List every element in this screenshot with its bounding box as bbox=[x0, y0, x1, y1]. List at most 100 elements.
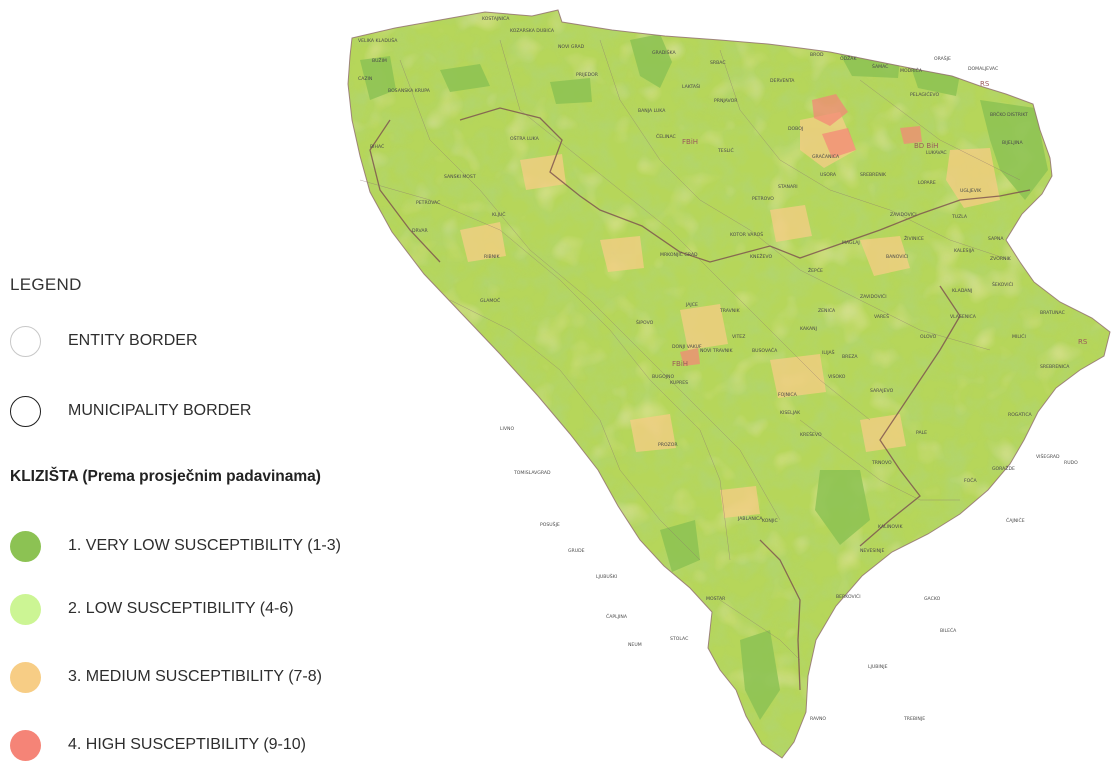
place-label: PALE bbox=[916, 430, 927, 436]
place-label: PETROVAC bbox=[416, 200, 440, 206]
map-canvas: VELIKA KLADUŠA BUŽIM CAZIN BIHAĆ BOSANSKA KR… bbox=[347, 9, 1111, 759]
landslide-susceptibility-map: VELIKA KLADUŠA BUŽIM CAZIN BIHAĆ BOSANSKA KR… bbox=[300, 0, 1112, 765]
place-label: SRBAC bbox=[710, 60, 726, 66]
place-label: BIJELJINA bbox=[1002, 140, 1023, 146]
place-label: ŽIVINICE bbox=[904, 234, 924, 242]
legend-title: LEGEND bbox=[10, 275, 82, 294]
place-label: TOMISLAVGRAD bbox=[513, 470, 551, 476]
place-label: KOZARSKA DUBICA bbox=[510, 28, 555, 34]
place-label: ZAVIDOVIĆI bbox=[860, 293, 887, 300]
legend-item-municipality-border: MUNICIPALITY BORDER bbox=[10, 394, 251, 428]
place-label: STANARI bbox=[778, 184, 798, 190]
place-label: KOTOR VAROŠ bbox=[730, 231, 763, 238]
place-label: PELAGIĆEVO bbox=[910, 91, 939, 98]
legend-item-low: 2. LOW SUSCEPTIBILITY (4-6) bbox=[10, 592, 294, 626]
place-label: CAZIN bbox=[358, 76, 372, 82]
place-label: BERKOVIĆI bbox=[836, 593, 861, 600]
place-labels: VELIKA KLADUŠA BUŽIM CAZIN BIHAĆ BOSANSKA KR… bbox=[358, 16, 1088, 722]
place-label: LOPARE bbox=[918, 180, 936, 186]
legend-label: 1. VERY LOW SUSCEPTIBILITY (1-3) bbox=[68, 537, 341, 554]
place-label: TRAVNIK bbox=[719, 308, 741, 314]
map-legend: LEGEND ENTITY BORDER MUNICIPALITY BORDER… bbox=[0, 0, 420, 765]
place-label: BUGOJNO bbox=[652, 374, 674, 380]
place-label: BUSOVAČA bbox=[752, 347, 778, 354]
place-label: BOSANSKA KRUPA bbox=[388, 88, 431, 94]
very-low-swatch bbox=[10, 530, 41, 562]
place-label: MILIĆI bbox=[1012, 333, 1026, 340]
place-label: TREBINJE bbox=[903, 716, 925, 722]
place-label: KAKANJ bbox=[800, 326, 817, 332]
legend-subtitle: KLIZIŠTA (Prema prosječnim padavinama) bbox=[10, 468, 321, 485]
place-label: DOBOJ bbox=[788, 126, 803, 132]
place-label: ILIJAŠ bbox=[822, 349, 835, 356]
place-label: GACKO bbox=[924, 596, 941, 602]
place-label: NEVESINJE bbox=[860, 548, 884, 554]
place-label: BREZA bbox=[842, 354, 858, 360]
place-label: TRNOVO bbox=[871, 460, 892, 466]
place-label: DRVAR bbox=[412, 228, 428, 234]
place-label: BRATUNAC bbox=[1040, 310, 1065, 316]
place-label: PRIJEDOR bbox=[576, 72, 599, 78]
place-label: BUŽIM bbox=[372, 56, 387, 64]
legend-item-very-low: 1. VERY LOW SUSCEPTIBILITY (1-3) bbox=[10, 529, 341, 563]
place-label: BIHAĆ bbox=[370, 143, 384, 150]
region-abbreviation: RS bbox=[980, 80, 990, 88]
medium-zones bbox=[460, 112, 1000, 518]
place-label: VITEZ bbox=[732, 334, 745, 340]
place-label: DERVENTA bbox=[770, 78, 795, 84]
place-label: DONJI VAKUF bbox=[672, 344, 702, 350]
place-label: GRUDE bbox=[568, 548, 585, 554]
region-abbreviation: RS bbox=[1078, 338, 1088, 346]
legend-item-high: 4. HIGH SUSCEPTIBILITY (9-10) bbox=[10, 728, 306, 762]
place-label: BILEĆA bbox=[940, 627, 957, 634]
place-label: ŠIPOVO bbox=[636, 319, 654, 326]
place-label: ODŽAK bbox=[840, 54, 857, 62]
municipality-border-swatch bbox=[10, 395, 41, 427]
entity-border-swatch bbox=[10, 325, 41, 357]
place-label: ČAPLJINA bbox=[606, 613, 628, 620]
place-label: PRNJAVOR bbox=[714, 98, 738, 104]
place-label: FOČA bbox=[964, 477, 977, 484]
place-label: KNEŽEVO bbox=[750, 252, 772, 260]
place-label: OLOVO bbox=[920, 334, 937, 340]
place-label: ORAŠJE bbox=[934, 55, 951, 62]
place-label: SARAJEVO bbox=[870, 388, 894, 394]
place-label: LAKTAŠI bbox=[682, 83, 700, 90]
place-label: KLADANJ bbox=[952, 288, 972, 294]
place-label: OŠTRA LUKA bbox=[510, 135, 540, 142]
place-label: SREBRENIK bbox=[860, 172, 887, 178]
place-label: GORAŽDE bbox=[992, 464, 1015, 472]
place-label: VISOKO bbox=[828, 374, 846, 380]
place-label: RAVNO bbox=[810, 716, 826, 722]
place-label: LIVNO bbox=[500, 426, 514, 432]
place-label: LJUBINJE bbox=[868, 664, 888, 670]
place-label: GLAMOČ bbox=[480, 297, 500, 304]
place-label: BROD bbox=[810, 52, 824, 58]
place-label: RUDO bbox=[1064, 460, 1078, 466]
place-label: KONJIC bbox=[762, 518, 778, 524]
place-label: ZVORNIK bbox=[990, 256, 1012, 262]
region-abbreviation: FBiH bbox=[682, 138, 698, 146]
place-label: GRAČANICA bbox=[812, 153, 840, 160]
place-label: NOVI TRAVNIK bbox=[700, 348, 734, 354]
place-label: DOMALJEVAC bbox=[968, 66, 998, 72]
place-label: BRČKO DISTRIKT bbox=[990, 111, 1028, 118]
place-label: BANJA LUKA bbox=[638, 108, 666, 114]
place-label: LJUBUŠKI bbox=[596, 573, 617, 580]
place-label: SANSKI MOST bbox=[444, 174, 476, 180]
legend-item-entity-border: ENTITY BORDER bbox=[10, 324, 198, 358]
place-label: KALINOVIK bbox=[878, 524, 903, 530]
place-label: SAPNA bbox=[988, 236, 1004, 242]
place-label: MAGLAJ bbox=[842, 240, 860, 246]
place-label: FOJNICA bbox=[778, 392, 798, 398]
place-label: ŠAMAC bbox=[872, 63, 888, 70]
place-label: MOSTAR bbox=[706, 596, 726, 602]
place-label: VELIKA KLADUŠA bbox=[358, 37, 398, 44]
place-label: PROZOR bbox=[658, 442, 678, 448]
place-label: POSUŠJE bbox=[540, 521, 560, 528]
place-label: KOSTAJNICA bbox=[482, 16, 510, 22]
place-label: BANOVIĆI bbox=[886, 253, 908, 260]
place-label: VAREŠ bbox=[874, 313, 889, 320]
place-label: UGLJEVIK bbox=[960, 188, 982, 194]
place-label: NOVI GRAD bbox=[558, 44, 585, 50]
